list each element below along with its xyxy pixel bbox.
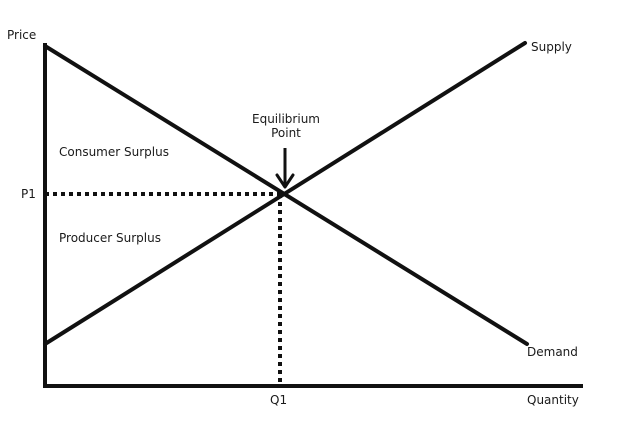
p1-tick-label: P1 xyxy=(21,187,36,201)
producer-surplus-label: Producer Surplus xyxy=(59,231,161,245)
supply-curve xyxy=(43,41,527,346)
x-axis-label: Quantity xyxy=(527,393,579,407)
equilibrium-label-line2: Point xyxy=(271,126,301,140)
demand-label: Demand xyxy=(527,345,578,359)
q1-tick-label: Q1 xyxy=(270,393,287,407)
equilibrium-label-line1: Equilibrium xyxy=(252,112,320,126)
y-axis-label: Price xyxy=(7,28,36,42)
consumer-surplus-label: Consumer Surplus xyxy=(59,145,169,159)
equilibrium-arrow xyxy=(275,148,295,189)
supply-label: Supply xyxy=(531,40,572,54)
